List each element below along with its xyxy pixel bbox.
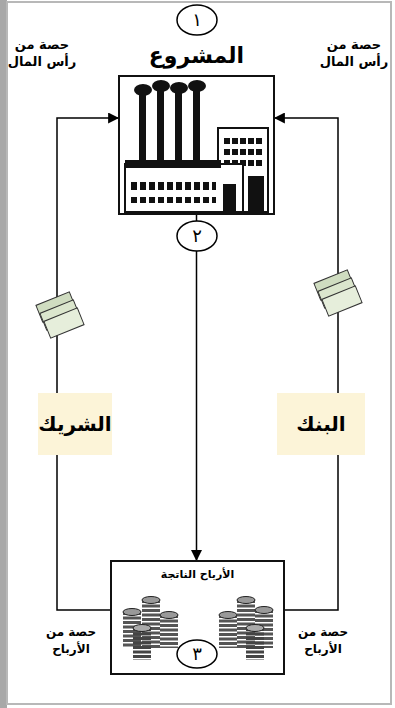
- flow-arrow: [57, 118, 118, 393]
- coin-top: [255, 607, 273, 614]
- coin-top: [160, 612, 178, 619]
- factory-windows: [131, 182, 216, 190]
- coin-stack: [133, 628, 151, 660]
- money-icon: [36, 292, 84, 338]
- callout-circle: [177, 221, 217, 251]
- factory-building: [125, 164, 243, 212]
- node-title: المشروع: [100, 41, 293, 71]
- coin-stack: [142, 600, 160, 648]
- office-windows: [224, 149, 264, 155]
- flow-label: حصة من رأس المال: [2, 36, 82, 70]
- coin-stack: [237, 600, 255, 648]
- callout-number: ١: [182, 8, 212, 32]
- office-windows: [224, 138, 264, 144]
- partner-band: الشريك: [38, 393, 112, 455]
- node-title: الشريك: [38, 411, 111, 437]
- frame-shadow: [0, 0, 7, 708]
- coin-top: [142, 597, 160, 604]
- chimney: [157, 90, 164, 164]
- flow-label: حصة من الأرباح: [288, 624, 358, 658]
- coin-top: [246, 625, 264, 632]
- coin-stack: [219, 615, 237, 648]
- factory-door: [223, 184, 236, 212]
- flow-arrow: [285, 455, 338, 610]
- coin-top: [133, 625, 151, 632]
- flow-arrow: [196, 215, 198, 560]
- callout-circle: [177, 5, 217, 35]
- chimney: [175, 92, 182, 164]
- coin-stack: [160, 615, 178, 648]
- flow-arrow: [57, 455, 110, 610]
- money-icon: [314, 270, 362, 316]
- banknote: [322, 286, 362, 316]
- callout-number: ٣: [182, 642, 212, 666]
- node-title: الأرباح الناتجة: [112, 567, 283, 582]
- chimney: [139, 92, 146, 164]
- coin-top: [123, 609, 141, 616]
- flow-arrow: [275, 118, 338, 393]
- callout-circle: [177, 640, 217, 668]
- coin-top: [219, 612, 237, 619]
- factory-illustration: [125, 80, 268, 212]
- office-door: [248, 176, 264, 212]
- callout-number: ٢: [182, 224, 212, 248]
- flow-label: حصة من الأرباح: [36, 624, 106, 658]
- coin-top: [237, 597, 255, 604]
- coin-stack: [246, 628, 264, 660]
- page-frame: [7, 2, 391, 704]
- chimney: [193, 90, 200, 164]
- node-title: البنك: [296, 411, 345, 437]
- factory-roof: [125, 160, 221, 168]
- project-box: المشروع: [118, 75, 275, 215]
- factory-windows: [131, 197, 216, 203]
- bank-band: البنك: [277, 393, 365, 455]
- flow-label: حصة من رأس المال: [314, 36, 394, 70]
- banknote: [44, 308, 84, 338]
